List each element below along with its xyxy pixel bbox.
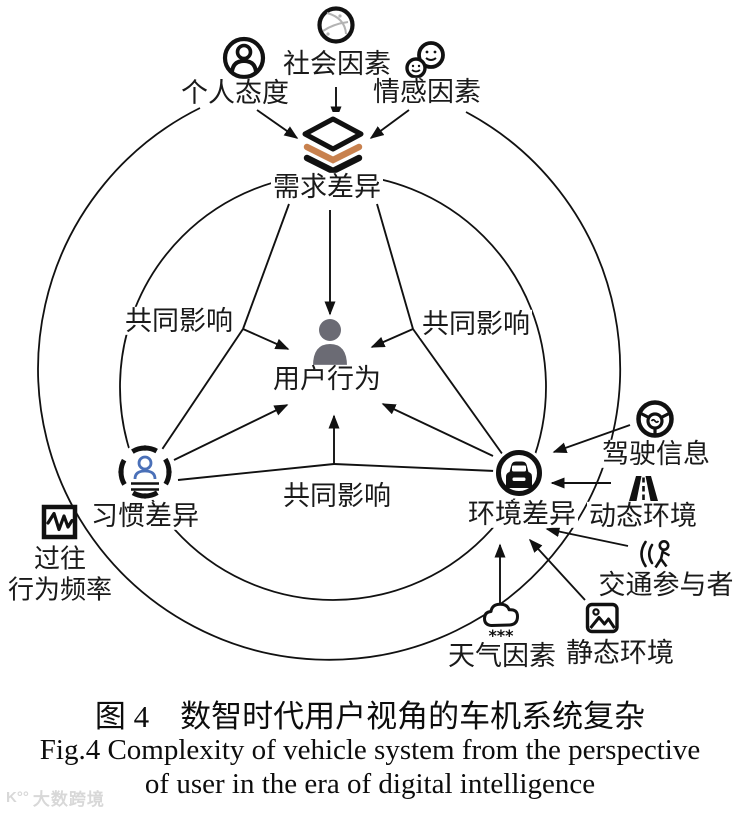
- habit-user-icon: [116, 443, 174, 501]
- line-demand-to-right-vertex: [376, 203, 414, 330]
- label-emotional-factor: 情感因素: [371, 76, 483, 107]
- line-habit-to-bottom-vertex: [177, 463, 335, 481]
- label-joint-influence-left: 共同影响: [123, 305, 235, 336]
- pulse-chart-icon: [41, 504, 78, 540]
- person-circle-icon: [222, 36, 266, 80]
- snow-cloud-icon: ***: [483, 602, 519, 645]
- arrow-left-vertex-to-user: [242, 328, 290, 350]
- label-user-behavior: 用户行为: [271, 363, 383, 394]
- arrow-habit-to-user: [173, 404, 289, 461]
- emotion-faces-icon: [405, 41, 445, 79]
- line-bottom-vertex-to-environment: [333, 463, 496, 472]
- car-circle-icon: [493, 447, 545, 499]
- road-icon: [629, 476, 658, 501]
- layers-stack-icon: [300, 112, 366, 176]
- figure-caption-english-line1: Fig.4 Complexity of vehicle system from …: [39, 734, 701, 766]
- figure-caption-english-line2: of user in the era of digital intelligen…: [144, 768, 596, 800]
- globe-icon: [317, 6, 355, 44]
- watermark: K°° 大数跨境: [6, 785, 105, 810]
- arrow-static-to-environment: [528, 538, 586, 601]
- diagram-canvas: ***: [37, 6, 674, 661]
- label-joint-influence-right: 共同影响: [420, 308, 532, 339]
- line-right-vertex-to-environment: [412, 328, 504, 456]
- arrow-environment-to-user: [381, 403, 494, 457]
- arrow-driving-to-environment: [552, 424, 631, 453]
- label-personal-attitude: 个人态度: [179, 77, 291, 108]
- watermark-brand-text: 大数跨境: [32, 790, 105, 809]
- label-past-behavior-line2: 行为频率: [5, 574, 115, 605]
- label-joint-influence-bottom: 共同影响: [281, 480, 393, 511]
- label-demand-difference: 需求差异: [271, 171, 383, 202]
- pedestrian-icon: [640, 539, 671, 569]
- label-social-factor: 社会因素: [281, 48, 393, 79]
- steering-wheel-icon: [636, 400, 674, 438]
- outer-ring-arc: [37, 107, 621, 661]
- figure-caption-chinese: 图 4 数智时代用户视角的车机系统复杂: [94, 699, 646, 734]
- label-dynamic-environment: 动态环境: [587, 500, 699, 531]
- line-demand-to-left-vertex: [242, 203, 290, 330]
- svg-text:***: ***: [488, 626, 514, 645]
- arrow-attitude-to-demand: [256, 109, 299, 139]
- label-past-behavior-line1: 过往: [31, 543, 89, 574]
- user-silhouette-icon: [313, 319, 347, 366]
- arrow-participants-to-environment: [545, 526, 629, 547]
- watermark-logo-icon: K°°: [6, 789, 29, 806]
- arrow-right-vertex-to-user: [370, 328, 414, 348]
- label-static-environment: 静态环境: [564, 637, 676, 668]
- line-left-vertex-to-habit: [160, 328, 244, 452]
- label-traffic-participants: 交通参与者: [596, 569, 736, 600]
- label-environment-difference: 环境差异: [466, 498, 578, 529]
- label-weather-factor: 天气因素: [446, 640, 558, 671]
- label-driving-info: 驾驶信息: [600, 438, 712, 469]
- picture-icon: [585, 602, 619, 634]
- arrow-emotion-to-demand: [369, 109, 410, 139]
- label-habit-difference: 习惯差异: [89, 500, 201, 531]
